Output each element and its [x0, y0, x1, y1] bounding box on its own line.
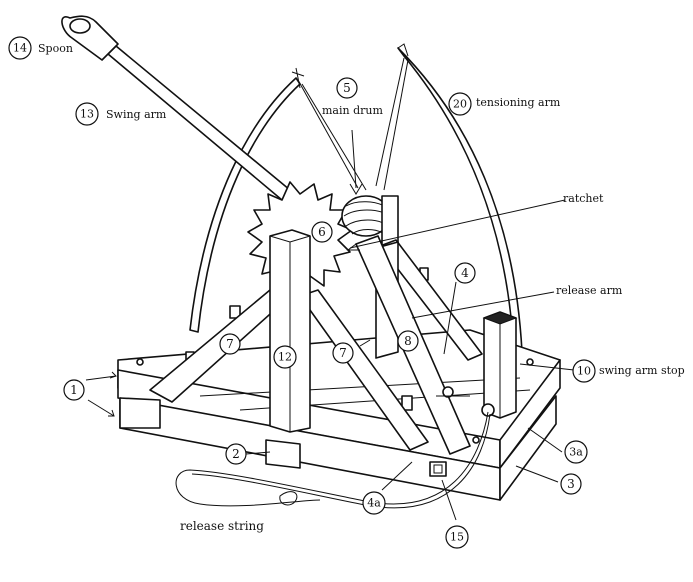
label-spoon: Spoon — [38, 42, 73, 55]
spoon — [61, 15, 119, 61]
svg-text:20: 20 — [453, 98, 467, 111]
svg-text:3: 3 — [567, 477, 575, 491]
svg-text:7: 7 — [339, 346, 347, 360]
leader-lines — [85, 129, 575, 521]
swing-arm — [107, 45, 291, 201]
callout-5: 5 — [336, 77, 358, 99]
latch-hardware — [436, 386, 495, 417]
swing-arm-stop — [482, 311, 518, 419]
callout-3a: 3a — [564, 440, 588, 464]
callout-1: 1 — [63, 379, 85, 401]
svg-text:15: 15 — [450, 531, 464, 544]
callout-14: 14 — [8, 36, 32, 60]
label-swing-arm: Swing arm — [106, 108, 167, 121]
release-string — [175, 411, 491, 509]
svg-text:7: 7 — [226, 337, 234, 351]
callout-8: 8 — [397, 330, 419, 352]
svg-text:10: 10 — [577, 365, 591, 378]
callout-2: 2 — [225, 443, 247, 465]
svg-text:4a: 4a — [367, 497, 381, 510]
svg-text:8: 8 — [404, 334, 412, 348]
brace-rear — [379, 239, 483, 361]
svg-text:2: 2 — [232, 447, 240, 461]
label-ratchet: ratchet — [563, 192, 604, 205]
callout-15: 15 — [445, 525, 469, 549]
label-release-arm: release arm — [556, 284, 623, 297]
svg-text:6: 6 — [318, 225, 326, 239]
tension-cords — [291, 57, 409, 191]
svg-text:5: 5 — [343, 81, 351, 95]
trigger-block — [429, 461, 447, 477]
callout-4: 4 — [454, 262, 476, 284]
svg-text:4: 4 — [461, 266, 469, 280]
svg-text:14: 14 — [13, 42, 27, 55]
upright-post — [269, 229, 311, 433]
svg-text:3a: 3a — [569, 446, 583, 459]
svg-text:13: 13 — [80, 108, 94, 121]
callout-7-left: 7 — [219, 333, 241, 355]
callout-6: 6 — [311, 221, 333, 243]
main-drum — [341, 195, 399, 253]
callout-20: 20 — [448, 92, 472, 116]
callout-4a: 4a — [362, 491, 386, 515]
callout-3: 3 — [560, 473, 582, 495]
callout-13: 13 — [75, 102, 99, 126]
callout-10: 10 — [572, 359, 596, 383]
svg-text:12: 12 — [278, 351, 292, 364]
label-tensioning-arm: tensioning arm — [476, 96, 561, 109]
svg-text:1: 1 — [70, 383, 78, 397]
callout-7-right: 7 — [332, 342, 354, 364]
label-release-string: release string — [180, 519, 264, 533]
label-swing-arm-stop: swing arm stop — [599, 364, 685, 377]
callout-12: 12 — [273, 345, 297, 369]
tensioning-arm-left — [189, 77, 301, 333]
label-main-drum: main drum — [322, 104, 383, 117]
brace-right — [299, 289, 429, 451]
support-block — [265, 439, 301, 469]
